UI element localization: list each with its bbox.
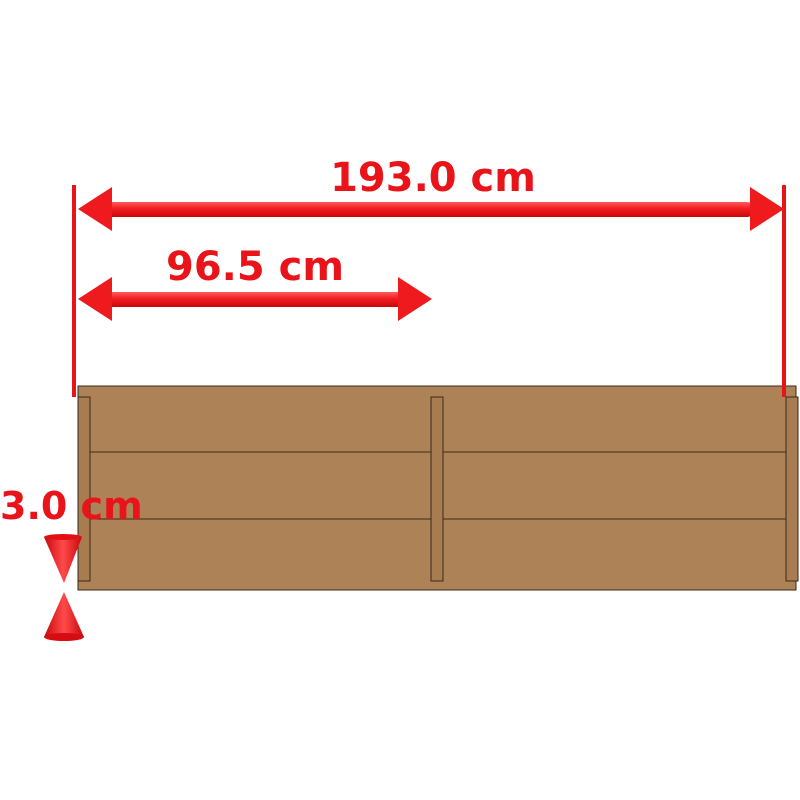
half-width-arrow bbox=[78, 277, 432, 321]
wooden-bed bbox=[77, 385, 799, 591]
extension-lines bbox=[72, 185, 786, 397]
total-width-arrow bbox=[78, 187, 784, 231]
height-marker bbox=[44, 534, 84, 641]
height-label: 3.0 cm bbox=[0, 484, 143, 528]
corner-post-right bbox=[785, 396, 799, 582]
arrowhead-left bbox=[78, 277, 112, 321]
cone-bottom bbox=[44, 592, 84, 637]
corner-post-left bbox=[77, 396, 91, 582]
arrowhead-left bbox=[78, 187, 112, 231]
center-post bbox=[430, 396, 444, 582]
half-width-label: 96.5 cm bbox=[166, 244, 344, 290]
total-width-label: 193.0 cm bbox=[330, 155, 536, 201]
arrowhead-right bbox=[398, 277, 432, 321]
arrowhead-right bbox=[750, 187, 784, 231]
extension-line-right bbox=[782, 185, 786, 397]
extension-line-left bbox=[72, 185, 76, 397]
cone-top bbox=[44, 537, 82, 583]
